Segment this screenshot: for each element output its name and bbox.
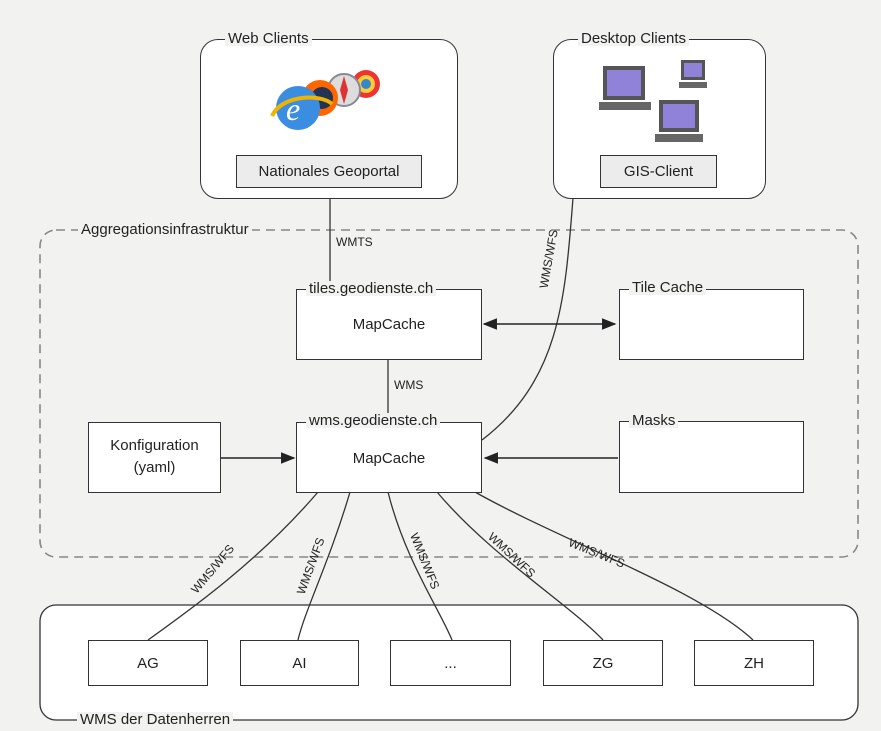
gis-client-label: GIS-Client	[623, 163, 694, 180]
web-clients-title: Web Clients	[225, 31, 312, 46]
aggregation-frame	[39, 229, 859, 558]
canton-label: AI	[292, 654, 307, 672]
gis-client-connector	[481, 197, 574, 441]
canton-box-zg: ZG	[543, 640, 663, 686]
wms-mapcache-label: MapCache	[352, 450, 426, 467]
wms-mapcache-box: MapCache	[296, 422, 482, 493]
aggregation-title: Aggregationsinfrastruktur	[78, 222, 252, 237]
canton-label: AG	[137, 654, 159, 672]
data-owners-title: WMS der Datenherren	[77, 712, 234, 727]
zg-connector	[436, 491, 604, 641]
masks-title: Masks	[629, 413, 679, 428]
nationales-geoportal-label: Nationales Geoportal	[258, 163, 400, 180]
wms-host-title: wms.geodienste.ch	[306, 413, 441, 428]
ai-connector	[297, 491, 351, 641]
canton-label: ...	[444, 654, 457, 672]
zh-connector	[474, 491, 754, 641]
ag-connector	[147, 491, 319, 641]
gis-client-box: GIS-Client	[600, 155, 717, 188]
masks-box	[619, 421, 804, 493]
canton-box-zh: ZH	[694, 640, 814, 686]
konfiguration-format-label: (yaml)	[133, 459, 176, 476]
wms-label: WMS	[394, 378, 424, 392]
tile-cache-box	[619, 289, 804, 360]
canton-label: ZG	[592, 654, 614, 672]
canton-label: ZH	[744, 654, 764, 672]
desktop-computers-icon	[599, 60, 707, 142]
tiles-mapcache-label: MapCache	[352, 316, 426, 333]
canton-box-etc: ...	[390, 640, 511, 686]
konfiguration-label: Konfiguration	[110, 437, 199, 454]
wmts-label: WMTS	[336, 235, 373, 249]
svg-text:e: e	[286, 91, 300, 127]
tile-cache-title: Tile Cache	[629, 280, 707, 295]
nationales-geoportal-box: Nationales Geoportal	[236, 155, 422, 188]
canton-box-ai: AI	[240, 640, 359, 686]
desktop-clients-title: Desktop Clients	[578, 31, 690, 46]
tiles-host-title: tiles.geodienste.ch	[306, 281, 437, 296]
browser-logos-icon: e	[270, 70, 380, 130]
etc-connector	[387, 491, 453, 641]
tiles-mapcache-box: MapCache	[296, 289, 482, 360]
konfiguration-box: Konfiguration (yaml)	[88, 422, 221, 493]
canton-box-ag: AG	[88, 640, 208, 686]
